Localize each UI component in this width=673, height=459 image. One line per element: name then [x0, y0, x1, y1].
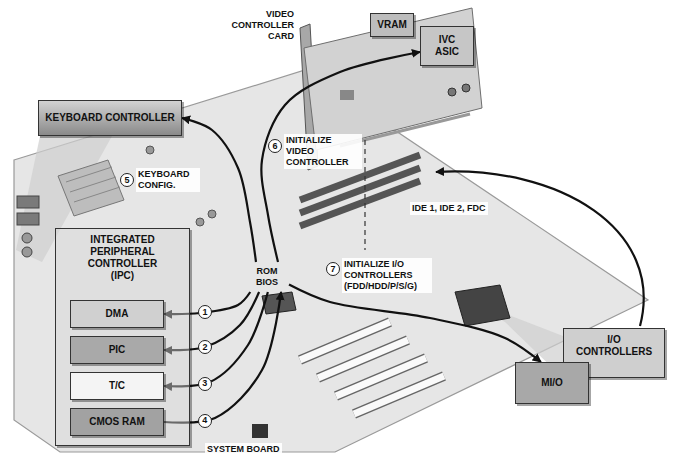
port-connector	[22, 233, 32, 243]
callout-number: 4	[198, 414, 212, 428]
node-label: ROM BIOS	[245, 266, 289, 288]
node-label: CMOS RAM	[89, 416, 145, 428]
mio-chip: MI/O	[515, 362, 589, 404]
pic-block: PIC	[70, 336, 164, 364]
timer-block: T/C	[70, 372, 164, 400]
small-chip	[252, 424, 268, 438]
node-label: IVC ASIC	[427, 34, 467, 58]
dma-block: DMA	[70, 300, 164, 328]
dashed-leader	[364, 140, 365, 250]
heatsink-fin	[70, 177, 116, 192]
callout-number: 3	[198, 377, 212, 391]
expansion-slot	[354, 376, 444, 414]
edge-label: INITIALIZE I/O CONTROLLERS (FDD/HDD/P/S/…	[342, 258, 432, 293]
callout-number: 2	[198, 340, 212, 354]
edge-label: KEYBOARD CONFIG.	[136, 168, 200, 192]
asic-chip: IVC ASIC	[420, 26, 474, 66]
bus-label: IDE 1, IDE 2, FDC	[410, 202, 488, 215]
callout-number: 7	[326, 262, 340, 276]
connector-arrow	[289, 285, 541, 363]
node-label: PIC	[109, 344, 126, 356]
capacitor	[196, 218, 204, 226]
node-label: I/O CONTROLLERS	[572, 334, 656, 358]
card-chip	[340, 90, 354, 100]
expansion-slot	[354, 376, 444, 414]
vram-chip: VRAM	[370, 13, 414, 37]
callout-number: 1	[198, 305, 212, 319]
callout-number: 6	[268, 139, 282, 153]
peripheral-controller: INTEGRATED PERIPHERAL CONTROLLER (IPC) DM…	[55, 228, 190, 446]
memory-slot	[300, 181, 420, 226]
node-label: MI/O	[541, 377, 563, 389]
capacitor	[146, 146, 154, 154]
caption-label: SYSTEM BOARD	[205, 443, 282, 456]
port-connector	[17, 196, 39, 208]
heatsink-fin	[66, 167, 112, 182]
port-connector	[17, 213, 39, 225]
connector-arrow	[261, 52, 420, 262]
card-port	[448, 88, 456, 96]
controller-box: KEYBOARD CONTROLLER	[38, 100, 182, 136]
card-port	[462, 84, 470, 92]
ide-arrow	[436, 171, 644, 326]
bios-chip-label: ROM BIOS	[245, 262, 289, 292]
cmos-block: CMOS RAM	[70, 408, 164, 436]
heatsink	[58, 160, 124, 216]
heatsink-fin	[74, 187, 120, 202]
connector-group	[164, 52, 541, 423]
io-chip	[455, 285, 510, 326]
node-label: KEYBOARD CONTROLLER	[45, 112, 174, 124]
node-label: DMA	[106, 308, 129, 320]
node-label: INTEGRATED PERIPHERAL CONTROLLER (IPC)	[77, 234, 169, 282]
video-card	[304, 8, 482, 150]
callout-number: 5	[120, 173, 134, 187]
caption-label: VIDEO CONTROLLER CARD	[226, 8, 296, 43]
node-label: VRAM	[377, 19, 406, 31]
capacitor	[208, 210, 216, 218]
port-connector	[22, 247, 32, 257]
node-label: T/C	[109, 380, 125, 392]
edge-label: INITIALIZE VIDEO CONTROLLER	[284, 134, 362, 169]
